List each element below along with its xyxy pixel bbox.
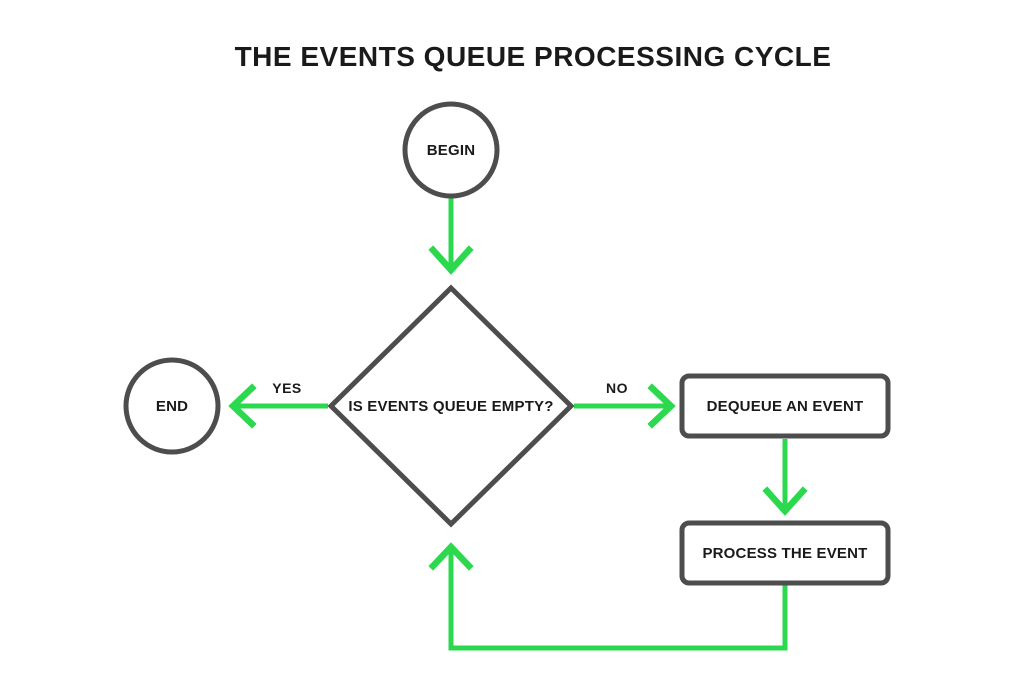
node-end-circle — [123, 357, 221, 455]
arrowhead-up-to-decision-icon — [428, 542, 474, 571]
arrowhead-down-to-decision-icon — [428, 245, 474, 275]
node-decision-diamond — [327, 284, 575, 528]
edge-label-no: NO — [606, 380, 628, 396]
node-dequeue-label: DEQUEUE AN EVENT — [707, 398, 864, 415]
nodes-layer: BEGIN IS EVENTS QUEUE EMPTY? END DEQUEUE… — [123, 101, 891, 586]
edge-label-yes: YES — [272, 380, 302, 396]
node-begin-label: BEGIN — [427, 142, 476, 159]
node-end-label: END — [156, 398, 188, 415]
node-process-box — [679, 520, 891, 586]
arrowhead-right-to-dequeue-icon — [647, 383, 676, 429]
diagram-title: THE EVENTS QUEUE PROCESSING CYCLE — [235, 41, 832, 72]
node-dequeue-box — [679, 373, 891, 439]
edge-process-loop-to-decision — [448, 547, 788, 651]
node-decision-label: IS EVENTS QUEUE EMPTY? — [348, 398, 553, 415]
node-process-label: PROCESS THE EVENT — [702, 545, 867, 562]
arrowhead-down-to-process-icon — [762, 486, 808, 516]
arrowhead-left-to-end-icon — [228, 383, 257, 429]
edges-layer: YES NO — [228, 198, 808, 651]
node-begin-circle — [402, 101, 500, 199]
